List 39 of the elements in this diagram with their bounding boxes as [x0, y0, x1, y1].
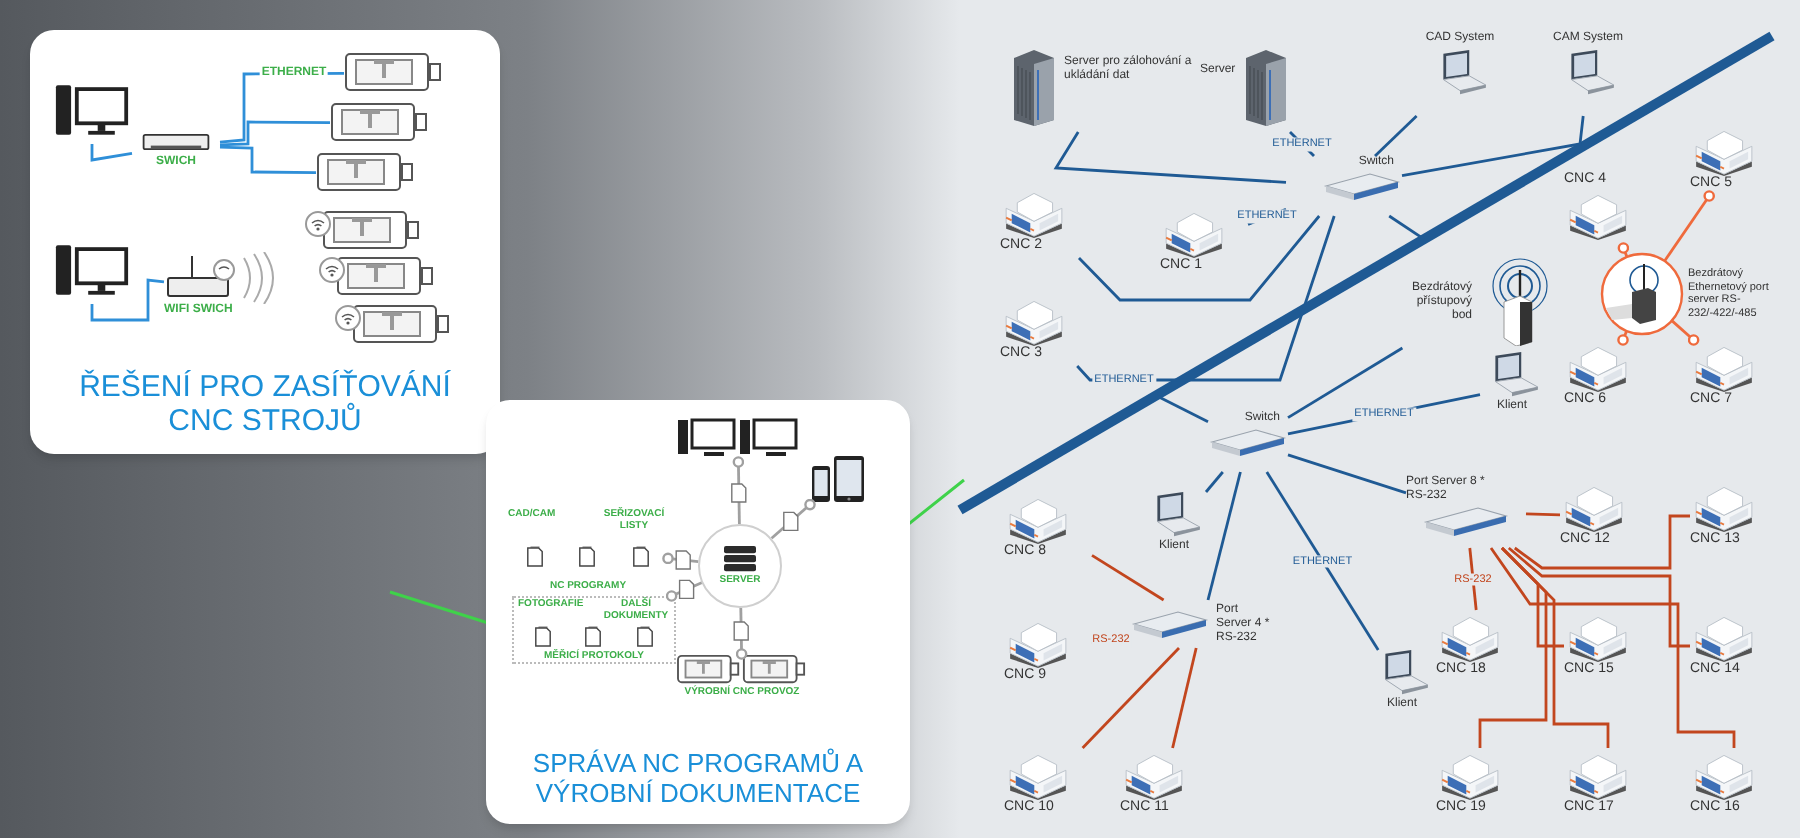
card-title: ŘEŠENÍ PRO ZASÍŤOVÁNÍ CNC STROJŮ: [77, 370, 453, 438]
connector-line: [1287, 453, 1407, 495]
connector-line: [219, 120, 330, 147]
connector-line: [1670, 319, 1700, 346]
connector-line: [1617, 330, 1629, 346]
info-card: [486, 400, 910, 824]
connector-line: [1171, 647, 1198, 749]
connector-line: [1489, 547, 1736, 748]
connector-line: [1374, 115, 1418, 157]
connector-line: [1525, 512, 1561, 517]
connector-line: [1663, 190, 1715, 262]
connector-line: [1155, 394, 1209, 424]
connector-line: [1388, 214, 1425, 241]
connector-line: [1091, 554, 1165, 602]
server-hub: [698, 524, 782, 608]
connector-line: [1468, 547, 1478, 611]
connector-line: [1617, 242, 1630, 258]
connector-line: [1501, 547, 1610, 748]
connector-line: [1206, 471, 1242, 601]
connector-line: [1078, 215, 1321, 302]
connector-line: [1204, 471, 1224, 493]
info-card: [30, 30, 500, 454]
connector-line: [1401, 115, 1585, 177]
connector-line: [1265, 471, 1380, 651]
card-title: SPRÁVA NC PROGRAMŮ A VÝROBNÍ DOKUMENTACE: [530, 748, 866, 808]
connector-line: [90, 144, 133, 162]
connector-line: [665, 581, 703, 602]
connector-line: [219, 145, 316, 174]
connector-line: [1513, 514, 1690, 570]
connector-line: [1081, 647, 1180, 749]
connector-line: [770, 498, 816, 540]
connector-line: [1287, 346, 1404, 419]
connector-line: [735, 607, 748, 660]
connector-line: [732, 456, 745, 525]
connector-line: [662, 552, 699, 565]
connector-line: [1507, 546, 1690, 648]
connector-line: [1053, 131, 1287, 184]
connector-line: [90, 278, 165, 322]
document-group-box: [512, 596, 676, 664]
